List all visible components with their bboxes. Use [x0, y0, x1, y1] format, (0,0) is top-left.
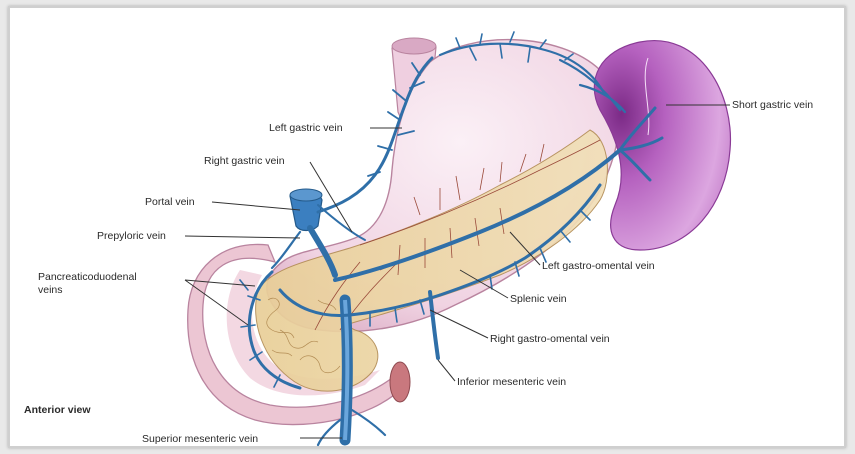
label-left-gastro-omental-vein: Left gastro-omental vein	[542, 260, 655, 272]
esophagus-opening	[392, 38, 436, 54]
label-inferior-mesenteric-vein: Inferior mesenteric vein	[457, 376, 566, 388]
right-gastric-vein-path	[318, 205, 365, 240]
label-anterior-view: Anterior view	[24, 404, 91, 416]
label-portal-vein: Portal vein	[145, 196, 195, 208]
label-splenic-vein: Splenic vein	[510, 293, 567, 305]
duodenum-cut-end	[390, 362, 410, 402]
label-pancreaticoduodenal-veins-1: Pancreaticoduodenal	[38, 271, 137, 283]
label-pancreaticoduodenal-veins-2: veins	[38, 284, 63, 296]
label-right-gastric-vein: Right gastric vein	[204, 155, 285, 167]
label-superior-mesenteric-vein: Superior mesenteric vein	[142, 433, 258, 445]
portal-vein-opening	[290, 189, 322, 201]
label-short-gastric-vein: Short gastric vein	[732, 99, 813, 111]
label-prepyloric-vein: Prepyloric vein	[97, 230, 166, 242]
label-left-gastric-vein: Left gastric vein	[269, 122, 343, 134]
label-right-gastro-omental-vein: Right gastro-omental vein	[490, 333, 610, 345]
sup-mes-highlight	[345, 300, 347, 440]
